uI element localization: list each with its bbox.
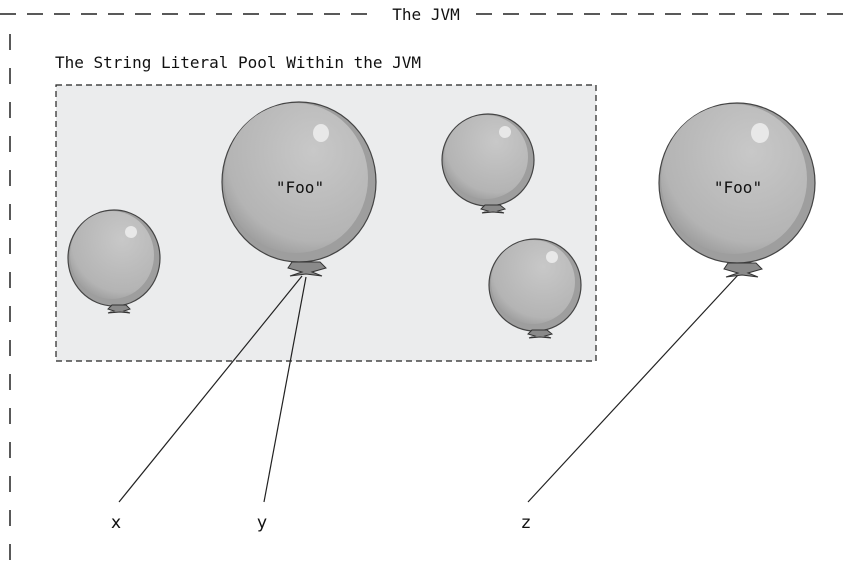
balloon-empty-1 <box>67 209 161 314</box>
balloon-foo-outside-pool: "Foo" <box>658 102 816 278</box>
balloon-empty-3 <box>488 238 582 339</box>
balloon-label: "Foo" <box>714 178 762 197</box>
highlight-icon <box>313 124 329 142</box>
highlight-icon <box>546 251 558 263</box>
reference-strings <box>118 274 739 503</box>
balloon-empty-2 <box>441 113 535 214</box>
reference-line-y <box>263 276 307 503</box>
highlight-icon <box>751 123 769 143</box>
reference-line-z <box>527 274 739 503</box>
pool-title: The String Literal Pool Within the JVM <box>55 53 421 72</box>
highlight-icon <box>125 226 137 238</box>
reference-label-x: x <box>111 513 121 533</box>
balloon-label: "Foo" <box>276 178 324 197</box>
reference-line-x <box>118 275 303 503</box>
jvm-boundary <box>0 13 854 564</box>
reference-label-y: y <box>257 513 267 533</box>
reference-label-z: z <box>522 513 531 533</box>
jvm-title: The JVM <box>392 5 459 24</box>
balloon-foo-in-pool: "Foo" <box>221 101 377 277</box>
highlight-icon <box>499 126 511 138</box>
